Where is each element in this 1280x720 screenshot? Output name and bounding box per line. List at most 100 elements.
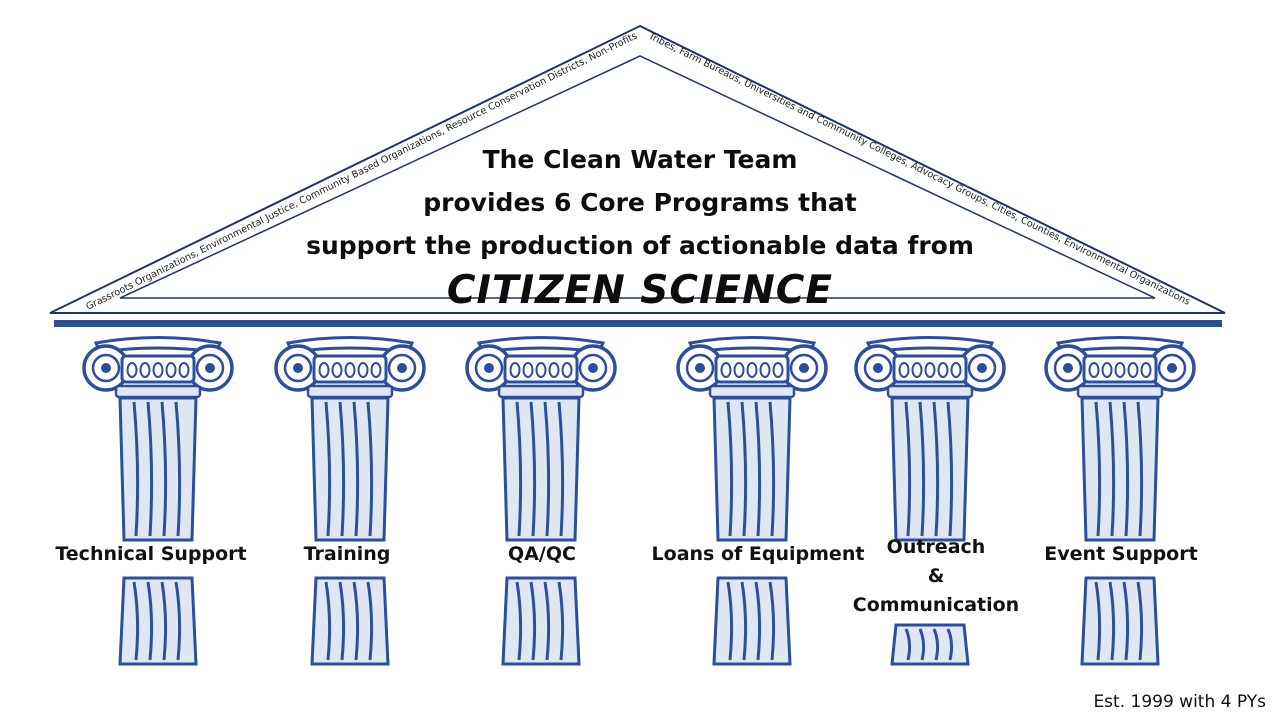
shaft-upper <box>118 396 198 542</box>
egg-ornament <box>911 362 923 378</box>
egg-ornament <box>535 362 547 378</box>
flute-lower <box>529 581 537 661</box>
flute <box>324 401 332 537</box>
neck-band <box>708 384 796 399</box>
volute-inner <box>195 353 225 383</box>
shaft-lower <box>1080 576 1160 666</box>
pillar-3 <box>465 336 617 666</box>
shaft-upper <box>310 396 390 542</box>
volute-eye <box>695 363 705 373</box>
flute-lower <box>740 581 748 661</box>
title-emphasis: CITIZEN SCIENCE <box>446 268 834 313</box>
echinus <box>503 354 579 384</box>
volute-inner <box>387 353 417 383</box>
flute-lower <box>132 581 140 661</box>
label-line: Technical Support <box>55 543 247 565</box>
shaft-upper <box>890 396 970 542</box>
egg-ornament <box>139 362 151 378</box>
echinus <box>312 354 388 384</box>
flute-lower <box>918 628 926 661</box>
egg-ornament <box>1088 362 1100 378</box>
echinus <box>1082 354 1158 384</box>
egg-ornament <box>759 362 771 378</box>
flute <box>768 401 776 537</box>
echinus <box>892 354 968 384</box>
flute <box>1094 401 1102 537</box>
title-line-1: The Clean Water Team <box>482 145 798 174</box>
label-line: Event Support <box>1044 543 1198 565</box>
flute <box>904 401 912 537</box>
volute-eye <box>101 363 111 373</box>
volute-inner <box>789 353 819 383</box>
egg-ornament <box>126 362 138 378</box>
volute-eye <box>977 363 987 373</box>
neck-band <box>306 384 394 399</box>
flute-lower <box>726 581 734 661</box>
volute-eye <box>873 363 883 373</box>
volute-eye <box>1063 363 1073 373</box>
flute-lower <box>543 581 551 661</box>
pillar-6 <box>1044 336 1196 666</box>
egg-ornament <box>548 362 560 378</box>
egg-ornament <box>561 362 573 378</box>
volute-inner <box>283 353 313 383</box>
shaft-lower <box>310 576 390 666</box>
egg-ornament <box>331 362 343 378</box>
flute-lower <box>932 628 940 661</box>
flute-lower <box>146 581 154 661</box>
flute <box>366 401 374 537</box>
flute-lower <box>768 581 776 661</box>
egg-ornament <box>1101 362 1113 378</box>
volute-eye <box>293 363 303 373</box>
echinus <box>120 354 196 384</box>
shaft-upper <box>1080 396 1160 542</box>
egg-ornament <box>1140 362 1152 378</box>
flute-lower <box>1094 581 1102 661</box>
pillar-label-event-support: Event Support <box>1011 540 1231 569</box>
flute-lower <box>324 581 332 661</box>
volute-eye <box>205 363 215 373</box>
label-line: Communication <box>852 594 1020 616</box>
shaft-lower <box>118 576 198 666</box>
egg-ornament <box>720 362 732 378</box>
label-line: Outreach <box>886 536 986 558</box>
flute-lower <box>1136 581 1144 661</box>
flute <box>740 401 748 537</box>
volute-inner <box>1053 353 1083 383</box>
shaft-lower <box>501 576 581 666</box>
flute <box>160 401 168 537</box>
pillar-label-outreach-communication: Outreach & Communication <box>826 533 1046 620</box>
flute <box>1122 401 1130 537</box>
egg-ornament <box>898 362 910 378</box>
volute-eye <box>799 363 809 373</box>
title-line-2: provides 6 Core Programs that <box>423 188 857 217</box>
pillar-label-loans-of-equipment: Loans of Equipment <box>648 540 868 569</box>
pillar-2 <box>274 336 426 666</box>
flute <box>918 401 926 537</box>
title-line-3: support the production of actionable dat… <box>306 231 974 260</box>
volute-eye <box>397 363 407 373</box>
flute <box>146 401 154 537</box>
flute <box>174 401 182 537</box>
egg-ornament <box>522 362 534 378</box>
footer-note: Est. 1999 with 4 PYs <box>1093 692 1266 712</box>
neck-band <box>886 384 974 399</box>
pillar-5 <box>854 336 1006 666</box>
shaft-upper <box>712 396 792 542</box>
label-line: Training <box>303 543 391 565</box>
egg-ornament <box>733 362 745 378</box>
volute-inner <box>474 353 504 383</box>
flute-lower <box>160 581 168 661</box>
shaft-upper <box>501 396 581 542</box>
volute-inner <box>967 353 997 383</box>
neck-band <box>497 384 585 399</box>
egg-ornament <box>1127 362 1139 378</box>
flute <box>1108 401 1116 537</box>
flute-lower <box>352 581 360 661</box>
egg-ornament <box>178 362 190 378</box>
pillars <box>82 336 1196 666</box>
egg-ornament <box>370 362 382 378</box>
flute-lower <box>366 581 374 661</box>
volute-inner <box>91 353 121 383</box>
